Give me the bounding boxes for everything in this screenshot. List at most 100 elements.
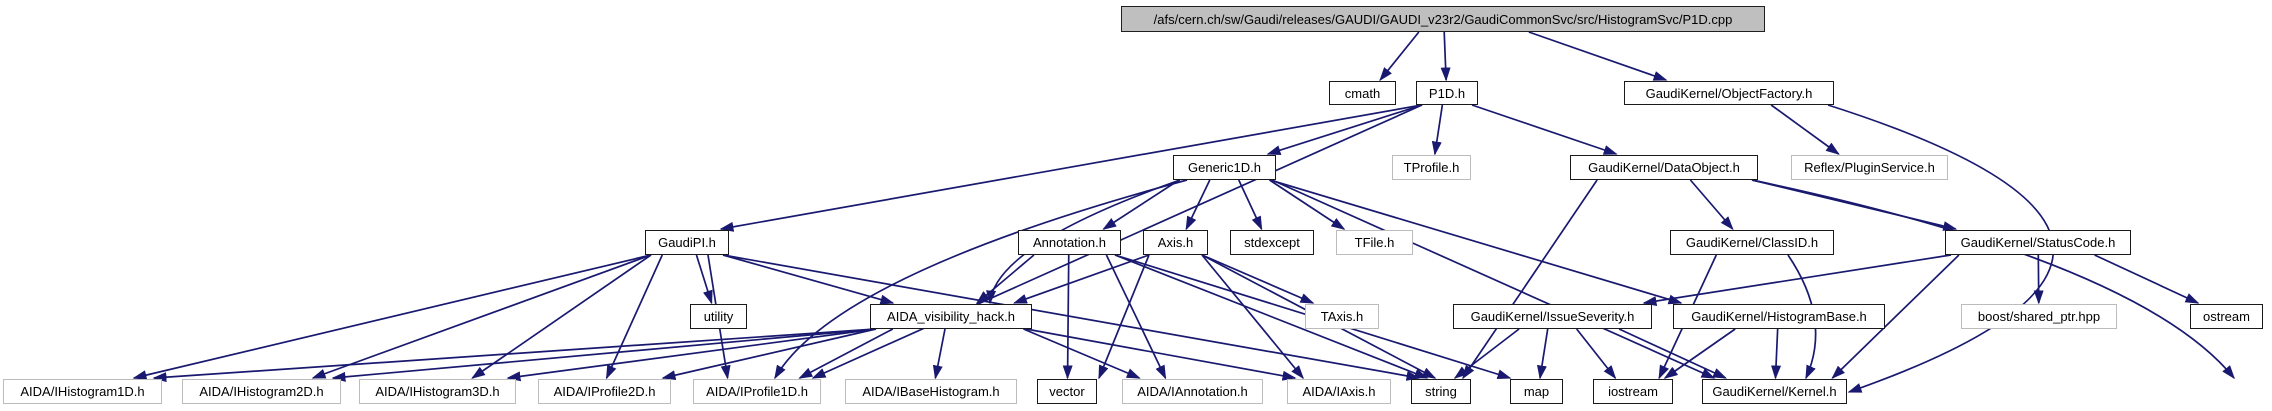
- node-ihistogram2d: AIDA/IHistogram2D.h: [182, 379, 341, 404]
- edge-gaudipi-to-iprofile2d: [605, 254, 664, 380]
- edge-p1dh-to-gaudipi: [719, 104, 1423, 232]
- edge-histogrambase-to-kernel: [1771, 328, 1782, 380]
- node-axis[interactable]: Axis.h: [1143, 230, 1208, 255]
- edge-p1dh-to-generic1d: [1266, 104, 1423, 155]
- node-label-gaudipi: GaudiPI.h: [658, 235, 716, 250]
- node-statuscode[interactable]: GaudiKernel/StatusCode.h: [1945, 230, 2131, 255]
- edge-annotation-to-vector: [1062, 254, 1073, 380]
- edge-p1dcpp-to-p1dh: [1440, 31, 1451, 82]
- node-iaxis: AIDA/IAxis.h: [1287, 379, 1391, 404]
- edge-gaudipi-to-ihistogram2d: [311, 254, 652, 379]
- edge-hack-to-ihistogram1d: [152, 328, 877, 383]
- node-dataobject[interactable]: GaudiKernel/DataObject.h: [1570, 155, 1758, 180]
- edge-hack-to-iprofile2d: [661, 328, 877, 381]
- node-iannotation: AIDA/IAnnotation.h: [1122, 379, 1263, 404]
- node-label-utility: utility: [703, 309, 734, 324]
- node-kernel[interactable]: GaudiKernel/Kernel.h: [1702, 379, 1847, 404]
- edge-annotation-to-hack: [975, 254, 1035, 304]
- node-tprofile: TProfile.h: [1392, 155, 1471, 180]
- node-label-tfile: TFile.h: [1354, 235, 1395, 250]
- node-utility[interactable]: utility: [690, 304, 747, 329]
- edge-generic1d-to-stdexcept: [1237, 179, 1263, 231]
- node-stdexcept[interactable]: stdexcept: [1230, 230, 1314, 255]
- node-generic1d[interactable]: Generic1D.h: [1173, 155, 1276, 180]
- node-cmath[interactable]: cmath: [1329, 81, 1396, 105]
- node-label-ihistogram3d: AIDA/IHistogram3D.h: [375, 384, 500, 399]
- node-ostream[interactable]: ostream: [2190, 304, 2263, 329]
- node-objectfactory[interactable]: GaudiKernel/ObjectFactory.h: [1624, 81, 1834, 105]
- edge-statuscode-to-ostream: [2094, 254, 2200, 304]
- edge-gaudipi-to-utility: [695, 254, 713, 305]
- node-label-boost: boost/shared_ptr.hpp: [1977, 309, 2101, 324]
- node-label-taxis: TAxis.h: [1320, 309, 1364, 324]
- edge-axis-to-vector: [1098, 254, 1150, 380]
- node-label-iprofile1d: AIDA/IProfile1D.h: [706, 384, 808, 399]
- node-label-vector: vector: [1049, 384, 1085, 399]
- node-label-hack: AIDA_visibility_hack.h: [887, 309, 1015, 324]
- node-iostream[interactable]: iostream: [1593, 379, 1673, 404]
- edge-gaudipi-to-ihistogram1d: [132, 254, 652, 380]
- edge-axis-to-hack: [1012, 254, 1150, 304]
- edge-generic1d-to-axis: [1185, 179, 1211, 231]
- node-label-generic1d: Generic1D.h: [1188, 160, 1261, 175]
- node-classid[interactable]: GaudiKernel/ClassID.h: [1670, 230, 1834, 255]
- edge-gaudipi-to-ihistogram3d: [471, 254, 652, 379]
- edge-generic1d-to-kernel: [1271, 179, 1716, 379]
- node-label-histogrambase: GaudiKernel/HistogramBase.h: [1691, 309, 1867, 324]
- edge-objectfactory-to-pluginservice: [1770, 104, 1840, 155]
- node-map[interactable]: map: [1510, 379, 1563, 404]
- node-p1dcpp: /afs/cern.ch/sw/Gaudi/releases/GAUDI/GAU…: [1121, 6, 1765, 32]
- node-label-issueseverity: GaudiKernel/IssueSeverity.h: [1470, 309, 1635, 324]
- node-iprofile2d: AIDA/IProfile2D.h: [538, 379, 671, 404]
- node-label-ihistogram2d: AIDA/IHistogram2D.h: [199, 384, 324, 399]
- node-label-axis: Axis.h: [1157, 235, 1194, 250]
- node-label-iannotation: AIDA/IAnnotation.h: [1137, 384, 1248, 399]
- node-iprofile1d: AIDA/IProfile1D.h: [693, 379, 821, 404]
- edge-generic1d-to-iprofile1d: [774, 179, 1188, 380]
- edge-issueseverity-to-string: [1453, 328, 1520, 379]
- edge-statuscode-to-kernel: [1831, 254, 1960, 380]
- edge-axis-to-iaxis: [1201, 254, 1304, 380]
- edge-hack-to-iannotation: [1023, 328, 1141, 379]
- edge-hack-to-iaxis: [1025, 328, 1297, 381]
- node-label-ibasehistogram: AIDA/IBaseHistogram.h: [862, 384, 1000, 399]
- node-boost: boost/shared_ptr.hpp: [1961, 304, 2117, 329]
- edge-gaudipi-to-hack: [722, 254, 895, 305]
- edge-hack-to-iprofile1d: [798, 328, 894, 379]
- node-ibasehistogram: AIDA/IBaseHistogram.h: [845, 379, 1017, 404]
- edge-issueseverity-to-map: [1537, 328, 1549, 380]
- node-p1dh[interactable]: P1D.h: [1416, 81, 1478, 105]
- edge-annotation-to-iannotation: [1105, 254, 1167, 380]
- edge-hack-to-ibasehistogram: [932, 328, 946, 380]
- edge-hack-to-ihistogram3d: [506, 328, 877, 382]
- edge-statuscode-to-issueseverity: [1642, 254, 1952, 307]
- edge-p1dcpp-to-cmath: [1379, 31, 1420, 82]
- edge-hack-to-ihistogram2d: [331, 328, 877, 382]
- node-string[interactable]: string: [1411, 379, 1471, 404]
- node-label-classid: GaudiKernel/ClassID.h: [1685, 235, 1819, 250]
- node-ihistogram1d: AIDA/IHistogram1D.h: [3, 379, 162, 404]
- node-histogrambase[interactable]: GaudiKernel/HistogramBase.h: [1673, 304, 1885, 329]
- node-gaudipi[interactable]: GaudiPI.h: [645, 230, 729, 255]
- node-label-p1dcpp: /afs/cern.ch/sw/Gaudi/releases/GAUDI/GAU…: [1153, 11, 1733, 27]
- node-annotation[interactable]: Annotation.h: [1018, 230, 1121, 255]
- node-taxis: TAxis.h: [1305, 304, 1379, 329]
- node-label-map: map: [1523, 384, 1550, 399]
- node-tfile: TFile.h: [1336, 230, 1413, 255]
- edge-issueseverity-to-iostream: [1575, 328, 1617, 380]
- node-label-iprofile2d: AIDA/IProfile2D.h: [553, 384, 656, 399]
- node-label-pluginservice: Reflex/PluginService.h: [1804, 160, 1935, 175]
- edge-dataobject-to-classid: [1689, 179, 1734, 231]
- edge-p1dcpp-to-objectfactory: [1528, 31, 1668, 81]
- node-label-ihistogram1d: AIDA/IHistogram1D.h: [20, 384, 145, 399]
- node-label-tprofile: TProfile.h: [1403, 160, 1460, 175]
- node-vector[interactable]: vector: [1037, 379, 1097, 404]
- edge-generic1d-to-histogrambase: [1269, 179, 1683, 305]
- edge-issueseverity-to-kernel: [1618, 328, 1728, 379]
- node-issueseverity[interactable]: GaudiKernel/IssueSeverity.h: [1453, 304, 1652, 329]
- node-label-statuscode: GaudiKernel/StatusCode.h: [1960, 235, 2116, 250]
- node-hack[interactable]: AIDA_visibility_hack.h: [870, 304, 1032, 329]
- node-label-stdexcept: stdexcept: [1244, 235, 1300, 250]
